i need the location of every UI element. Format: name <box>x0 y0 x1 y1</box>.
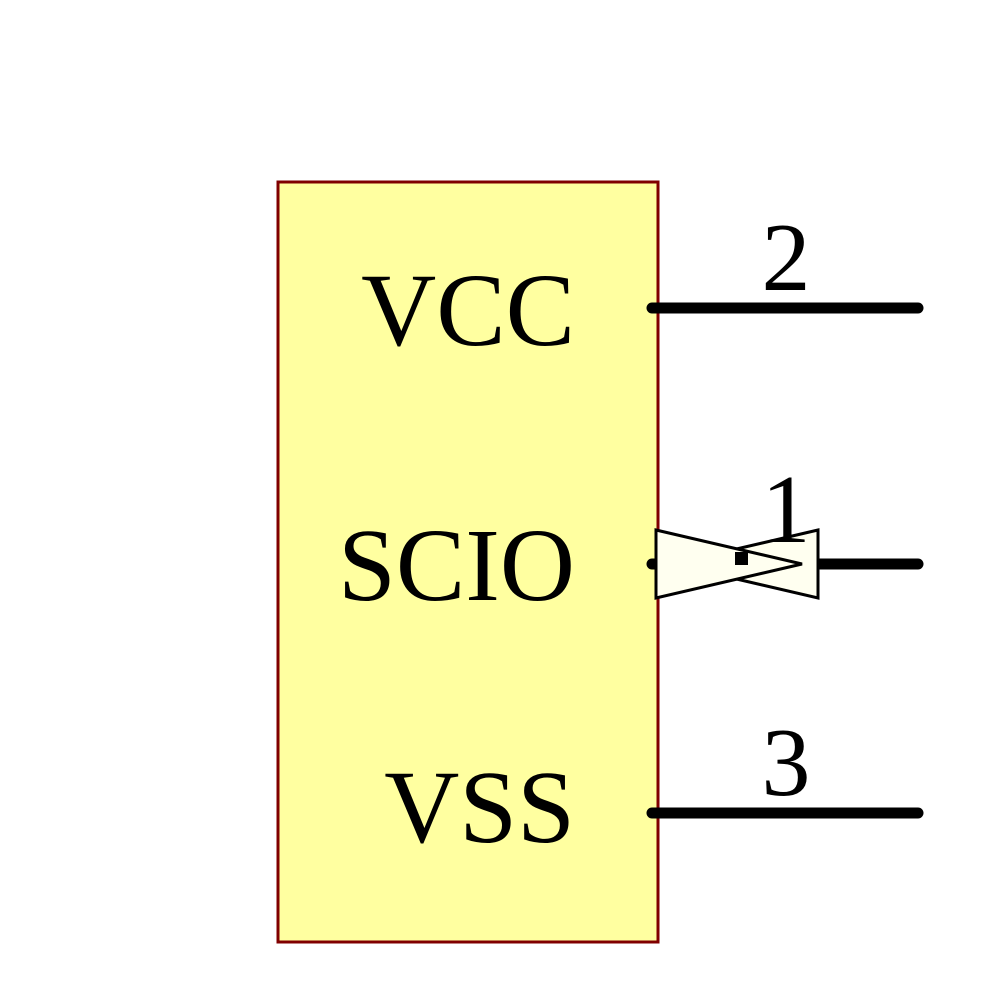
pin-scio-number: 1 <box>762 456 811 564</box>
bidirectional-arrow-icon <box>654 528 820 600</box>
pin-scio[interactable]: SCIO 1 <box>338 456 924 623</box>
pin-vcc[interactable]: VCC 2 <box>361 204 924 368</box>
pin-scio-label: SCIO <box>338 508 575 623</box>
pin-vss-number: 3 <box>762 709 811 817</box>
pin-vcc-label: VCC <box>361 253 575 368</box>
pin-vss[interactable]: VSS 3 <box>384 709 924 865</box>
arrow-right-triangle-icon <box>654 528 803 600</box>
pin-vcc-number: 2 <box>762 204 811 312</box>
arrow-center-square-icon <box>735 552 748 565</box>
pin-vss-label: VSS <box>384 750 575 865</box>
component-body-rect[interactable] <box>276 180 660 944</box>
